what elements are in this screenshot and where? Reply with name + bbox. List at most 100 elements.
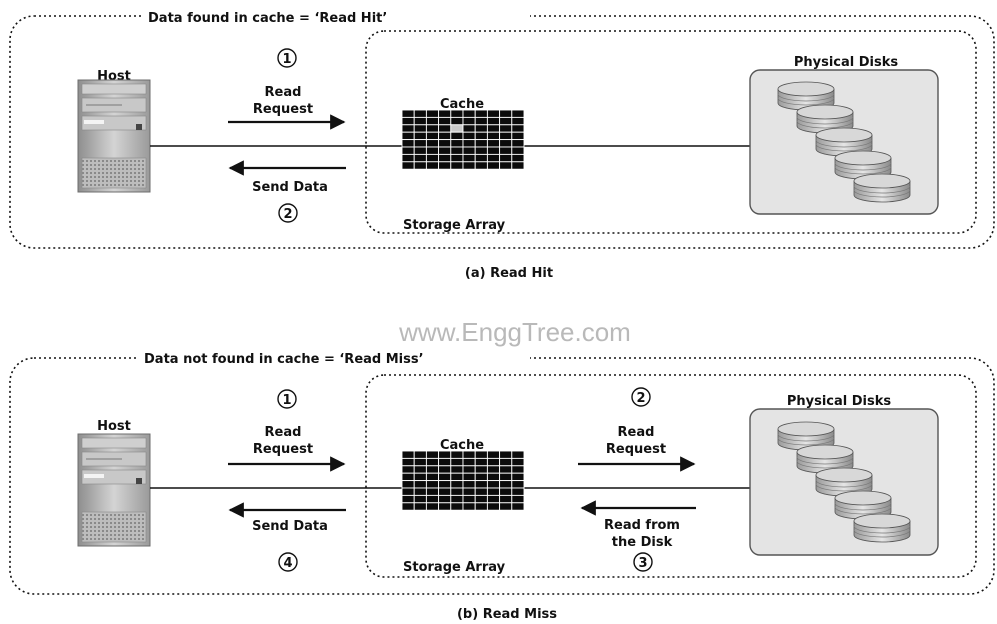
cache-cell — [450, 494, 464, 504]
cache-cell — [425, 109, 440, 118]
cache-cell — [499, 146, 513, 155]
cache-cell — [462, 465, 476, 474]
cache-cell — [425, 116, 440, 126]
cache-cell — [462, 457, 476, 467]
cache-cell — [425, 131, 440, 141]
cache-cell — [511, 161, 525, 170]
cache-cell — [462, 487, 476, 496]
cache-cell — [511, 109, 525, 118]
cache-cell — [474, 139, 488, 148]
cache-cell — [438, 450, 452, 459]
cache-cell — [499, 131, 513, 141]
cache-cell — [413, 502, 427, 511]
cache-cell — [474, 161, 488, 170]
cache-cell — [486, 480, 501, 489]
cache-cell — [413, 487, 427, 496]
cache-cell — [486, 450, 501, 459]
cache-cell — [474, 124, 488, 133]
read-request-label-line1: Read — [265, 425, 302, 440]
send-data-label: Send Data — [252, 180, 328, 195]
cache-cell — [450, 139, 464, 148]
cache-cell — [462, 472, 476, 482]
cache-cell — [401, 153, 415, 163]
cache-cell — [438, 139, 452, 148]
cache-cell — [413, 109, 427, 118]
cache-cell — [499, 457, 513, 467]
read-miss-panel: Data not found in cache = ‘Read Miss’ Ho… — [9, 349, 995, 595]
cache-cell — [474, 480, 488, 489]
cache-cell — [511, 494, 525, 504]
cache-grid — [401, 450, 525, 511]
read-from-disk-label-line2: the Disk — [612, 535, 673, 550]
cache-cell — [474, 457, 488, 467]
cache-cell — [511, 139, 525, 148]
cache-cell — [438, 472, 452, 482]
cache-cell — [462, 153, 476, 163]
cache-cell — [401, 161, 415, 170]
cache-cell — [499, 139, 513, 148]
cache-cell — [511, 124, 525, 133]
read-hit-title: Data found in cache = ‘Read Hit’ — [148, 11, 387, 26]
step-1-marker — [277, 48, 297, 68]
cache-cell — [450, 487, 464, 496]
cache-cell — [401, 480, 415, 489]
cache-cell — [499, 109, 513, 118]
cache-cell — [499, 450, 513, 459]
cache-cell — [511, 146, 525, 155]
cache-cell — [486, 472, 501, 482]
cache-cell — [499, 494, 513, 504]
cache-cell — [413, 124, 427, 133]
cache-cell — [511, 487, 525, 496]
cache-hit-cell — [450, 124, 464, 133]
cache-cell — [401, 109, 415, 118]
cache-cell — [413, 472, 427, 482]
disk-platter-icon — [853, 173, 911, 203]
cache-cell — [425, 153, 440, 163]
cache-cell — [438, 109, 452, 118]
watermark: www.EnggTree.com — [398, 317, 631, 347]
cache-cell — [486, 109, 501, 118]
cache-cell — [425, 146, 440, 155]
cache-cell — [413, 450, 427, 459]
cache-cell — [511, 116, 525, 126]
cache-grid — [401, 109, 525, 170]
cache-cell — [511, 502, 525, 511]
cache-cell — [413, 153, 427, 163]
cache-cell — [474, 450, 488, 459]
cache-cell — [450, 109, 464, 118]
cache-cell — [450, 502, 464, 511]
cache-cell — [425, 472, 440, 482]
cache-cell — [401, 131, 415, 141]
step-2-number: 2 — [283, 207, 292, 222]
cache-label: Cache — [440, 97, 484, 112]
cache-cell — [462, 146, 476, 155]
cache-cell — [474, 131, 488, 141]
step-1-number: 1 — [282, 393, 291, 408]
cache-cell — [486, 502, 501, 511]
cache-cell — [511, 472, 525, 482]
physical-disks-label: Physical Disks — [794, 55, 899, 70]
cache-cell — [499, 465, 513, 474]
cache-cell — [511, 480, 525, 489]
cache-cell — [474, 494, 488, 504]
cache-cell — [438, 465, 452, 474]
cache-cell — [413, 116, 427, 126]
read-from-disk-label-line1: Read from — [604, 518, 680, 533]
cache-cell — [425, 502, 440, 511]
cache-cell — [486, 457, 501, 467]
cache-cell — [401, 139, 415, 148]
read-request-label-line2: Request — [253, 442, 313, 457]
cache-cell — [401, 502, 415, 511]
cache-cell — [438, 502, 452, 511]
storage-array-label: Storage Array — [403, 560, 506, 575]
cache-cell — [462, 116, 476, 126]
read-miss-caption: (b) Read Miss — [457, 607, 557, 622]
read-hit-caption: (a) Read Hit — [465, 266, 553, 281]
cache-cell — [474, 472, 488, 482]
cache-cell — [438, 116, 452, 126]
cache-cell — [450, 116, 464, 126]
cache-cell — [474, 465, 488, 474]
cache-cell — [438, 124, 452, 133]
step-2-number: 2 — [636, 391, 645, 406]
